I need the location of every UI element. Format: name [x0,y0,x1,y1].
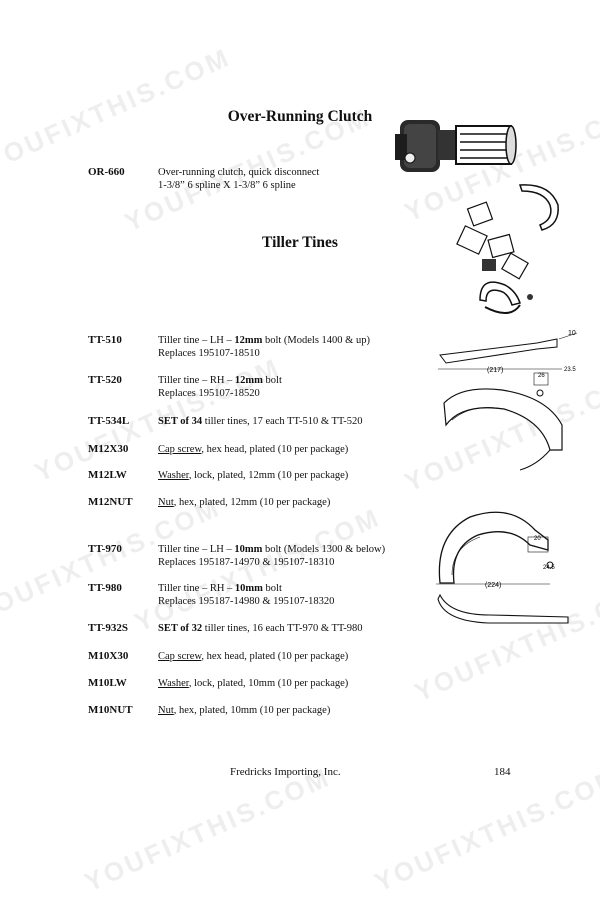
part-description: Washer, lock, plated, 12mm (10 per packa… [158,469,348,482]
description-text: bolt [262,375,282,386]
description-text: tiller tines, 17 each TT-510 & TT-520 [202,416,363,427]
bold-spec: 12mm [234,375,263,386]
replaces-line: Replaces 195107-18520 [158,388,260,399]
part-number: M12LW [88,469,127,481]
description-line: Tiller tine – RH – 12mm bolt [158,374,282,387]
hardware-link-text: Nut [158,705,174,716]
part-number: TT-970 [88,543,122,555]
description-text: bolt (Models 1300 & below) [262,544,386,555]
description-line: Cap screw, hex head, plated (10 per pack… [158,443,348,456]
clutch-section-title: Over-Running Clutch [227,108,373,125]
dim-label: 10 [568,330,576,337]
description-text: Over-running clutch, quick disconnect [158,167,320,178]
description-line: Washer, lock, plated, 12mm (10 per packa… [158,469,348,482]
tine-diagram-bottom: 20 24.5 (224) [436,511,569,624]
watermark: YOUFIXTHIS.COM [130,501,386,638]
description-line: Nut, hex, plated, 10mm (10 per package) [158,704,330,717]
replaces-line: Replaces 195187-14970 & 195107-18310 [158,557,335,568]
hardware-link-text: Cap screw [158,444,202,455]
description-line: Over-running clutch, quick disconnect [158,166,319,179]
dim-label: 23.5 [564,367,576,373]
description-text: , lock, plated, 12mm (10 per package) [188,470,349,481]
description-text: , hex head, plated (10 per package) [201,444,349,455]
part-number: OR-660 [88,166,125,178]
description-text: Tiller tine – RH – [158,583,235,594]
page-number: 184 [494,766,511,778]
bold-spec: 12mm [234,335,263,346]
dim-label: 26 [538,373,545,379]
part-number: M10X30 [88,650,129,662]
description-line: Nut, hex, plated, 12mm (10 per package) [158,496,330,509]
part-number: M12X30 [88,443,129,455]
part-number: M10NUT [88,704,133,716]
footer-company: Fredricks Importing, Inc. [230,766,341,778]
part-description: Cap screw, hex head, plated (10 per pack… [158,650,348,663]
dim-label: (224) [485,582,501,589]
hardware-link-text: Washer [158,470,189,481]
part-number: TT-520 [88,374,122,386]
description-text: bolt [262,583,282,594]
description-line: Tiller tine – RH – 10mm bolt [158,582,334,595]
clutch-illustration [395,120,517,172]
description-text: , hex head, plated (10 per package) [201,651,349,662]
watermark: YOUFIXTHIS.COM [80,761,336,898]
tine-diagram-top: 10 (217) 26 23.5 [438,330,578,471]
part-description: Tiller tine – LH – 10mm bolt (Models 130… [158,543,385,569]
part-number: M12NUT [88,496,133,508]
description-text: , lock, plated, 10mm (10 per package) [188,678,349,689]
tines-section-title: Tiller Tines [262,234,338,251]
description-text: , hex, plated, 12mm (10 per package) [173,497,331,508]
dim-label: (217) [487,367,503,374]
part-number: TT-932S [88,622,128,634]
tine-assembly-illustration [456,184,559,314]
bold-spec: 10mm [234,544,263,555]
description-line: Washer, lock, plated, 10mm (10 per packa… [158,677,348,690]
hardware-link-text: Cap screw [158,651,202,662]
description-text: Tiller tine – LH – [158,335,235,346]
description-line: Tiller tine – LH – 12mm bolt (Models 140… [158,334,370,347]
part-description: Nut, hex, plated, 12mm (10 per package) [158,496,330,509]
bold-spec: SET of 34 [158,416,203,427]
hardware-link-text: Nut [158,497,174,508]
description-line: Cap screw, hex head, plated (10 per pack… [158,650,348,663]
bold-spec: SET of 32 [158,623,203,634]
description-text: tiller tines, 16 each TT-970 & TT-980 [202,623,363,634]
part-description: Cap screw, hex head, plated (10 per pack… [158,443,348,456]
part-number: TT-980 [88,582,122,594]
description-line: SET of 32 tiller tines, 16 each TT-970 &… [158,622,363,635]
part-description: Washer, lock, plated, 10mm (10 per packa… [158,677,348,690]
replaces-line: Replaces 195107-18510 [158,348,260,359]
part-description: Over-running clutch, quick disconnect 1-3… [158,166,319,192]
description-text: Tiller tine – LH – [158,544,235,555]
replaces-line: 1-3/8” 6 spline X 1-3/8” 6 spline [158,180,296,191]
part-number: TT-534L [88,415,130,427]
dim-label: 20 [534,536,541,542]
hardware-link-text: Washer [158,678,189,689]
part-description: Nut, hex, plated, 10mm (10 per package) [158,704,330,717]
part-description: SET of 32 tiller tines, 16 each TT-970 &… [158,622,363,635]
description-text: Tiller tine – RH – [158,375,235,386]
part-number: TT-510 [88,334,122,346]
description-text: , hex, plated, 10mm (10 per package) [173,705,331,716]
part-description: Tiller tine – LH – 12mm bolt (Models 140… [158,334,370,360]
part-description: SET of 34 tiller tines, 17 each TT-510 &… [158,415,363,428]
bold-spec: 10mm [234,583,263,594]
description-line: Tiller tine – LH – 10mm bolt (Models 130… [158,543,385,556]
part-number: M10LW [88,677,127,689]
description-line: SET of 34 tiller tines, 17 each TT-510 &… [158,415,363,428]
description-text: bolt (Models 1400 & up) [262,335,370,346]
replaces-line: Replaces 195187-14980 & 195107-18320 [158,596,335,607]
watermark: YOUFIXTHIS.COM [370,761,600,898]
